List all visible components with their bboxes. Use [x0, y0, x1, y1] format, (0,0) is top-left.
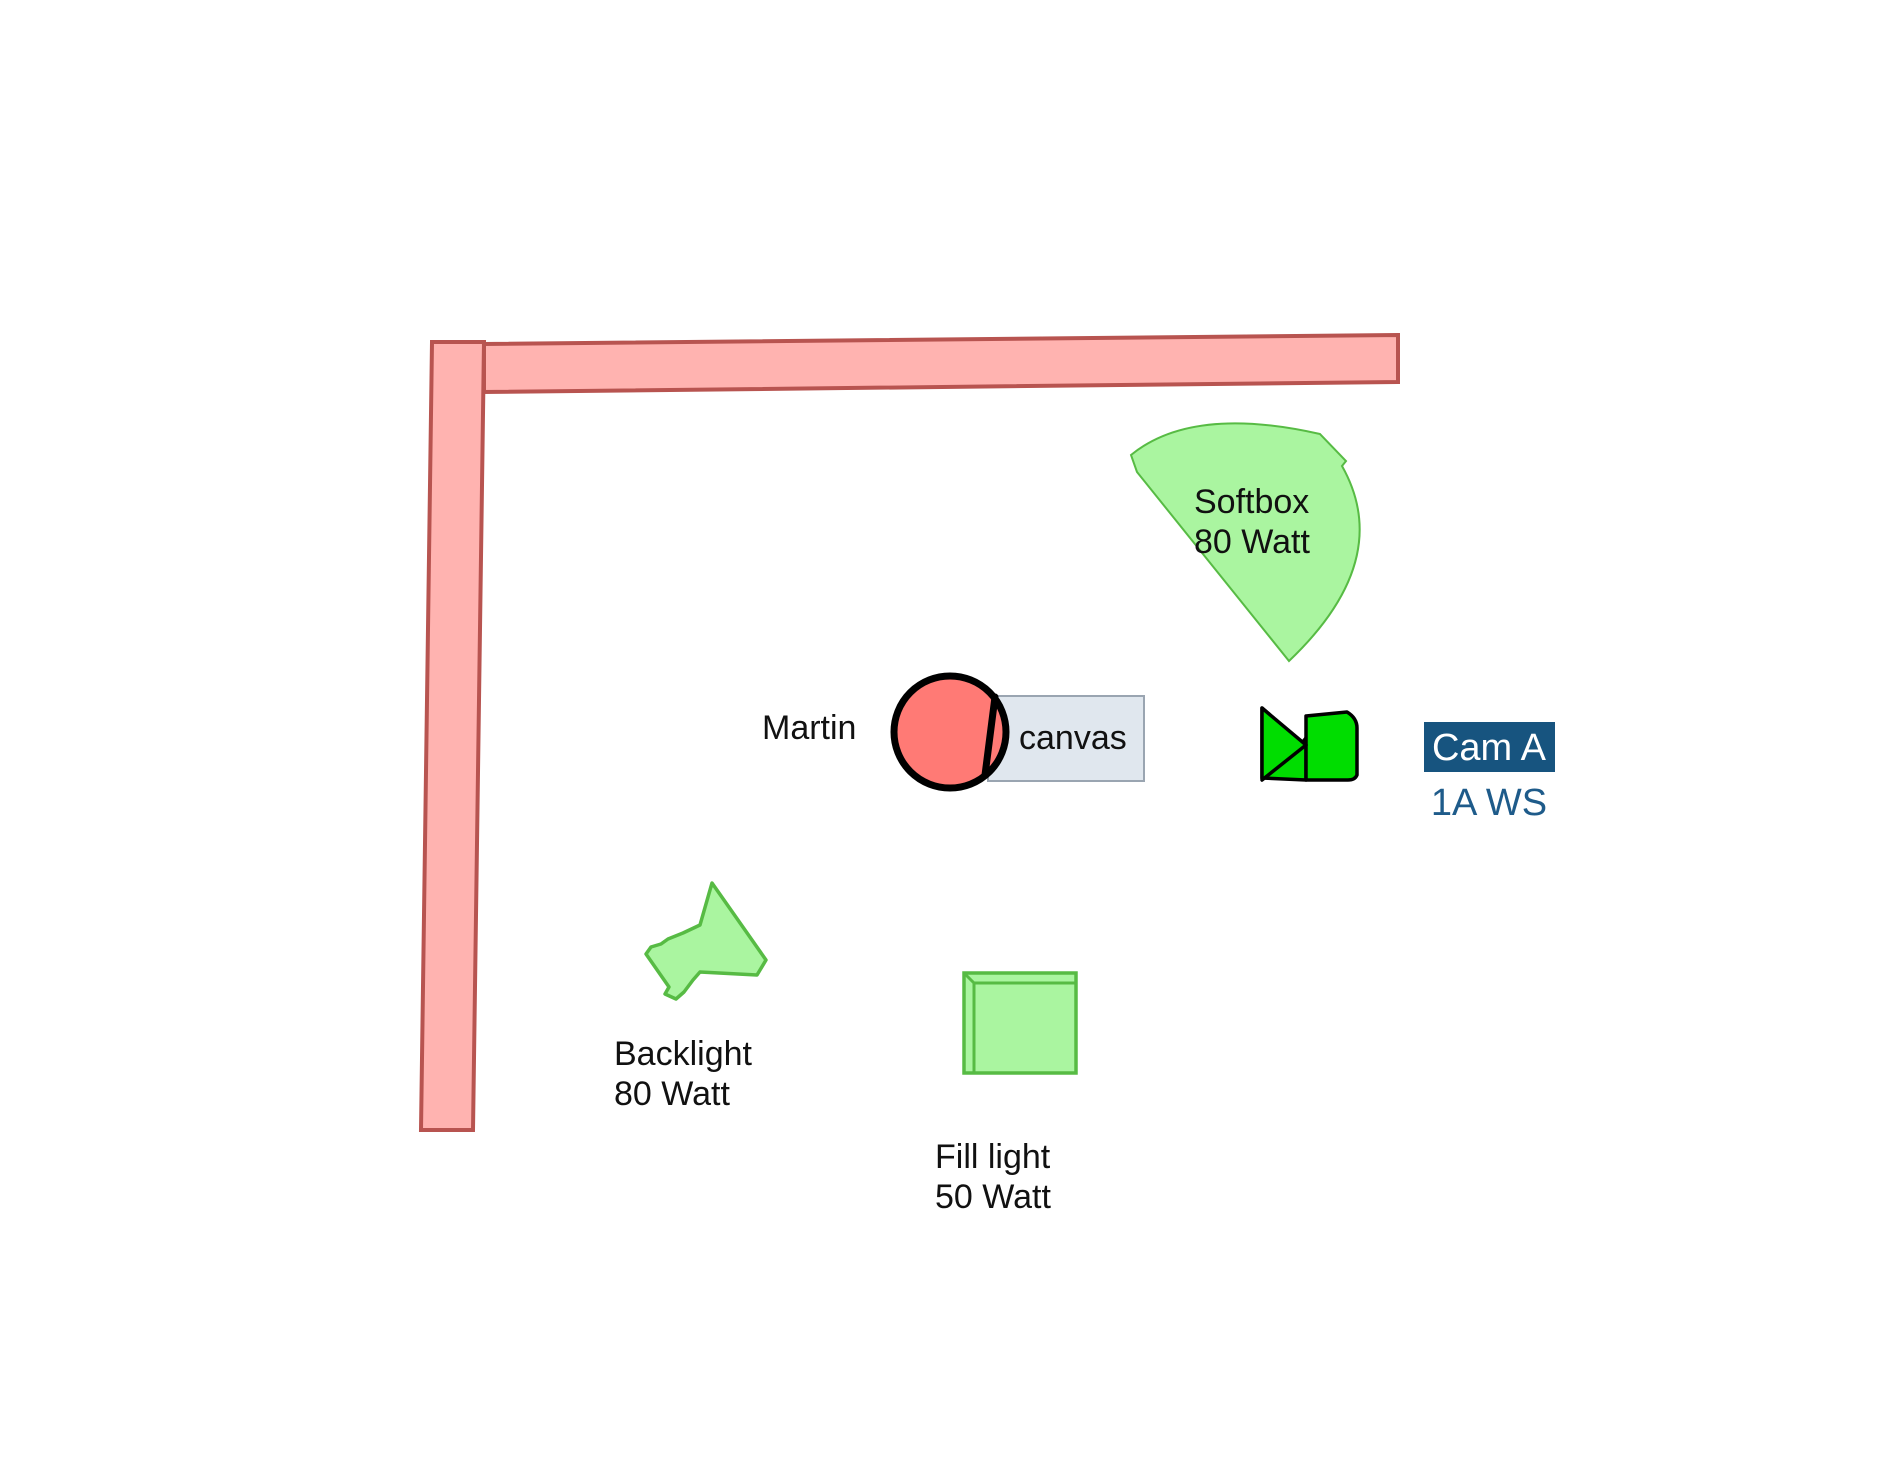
camera-shot-label: 1A WS	[1431, 782, 1547, 824]
person-facing-line	[981, 693, 999, 779]
subject-name-label: Martin	[762, 709, 856, 747]
canvas-prop[interactable]: canvas	[987, 695, 1145, 782]
person-icon	[890, 672, 1010, 792]
subject-martin[interactable]: Martin	[762, 672, 1010, 792]
backlight-watt-label: 80 Watt	[614, 1075, 730, 1113]
camera-a[interactable]: Cam A 1A WS	[1260, 706, 1555, 824]
box-light-icon	[962, 971, 1078, 1075]
softbox-name-label: Softbox	[1194, 483, 1309, 521]
canvas-label: canvas	[1019, 719, 1127, 757]
box-light-edge	[962, 971, 976, 985]
camera-lens-icon	[1260, 706, 1308, 782]
softbox-icon	[1129, 422, 1361, 663]
backlight-light[interactable]: Backlight 80 Watt	[614, 881, 768, 1113]
wall-left[interactable]	[418, 340, 487, 1132]
camera-body-icon	[1304, 710, 1359, 782]
softbox-light[interactable]: Softbox 80 Watt	[1129, 422, 1361, 663]
fill-light[interactable]: Fill light 50 Watt	[935, 971, 1078, 1216]
fill-name-label: Fill light	[935, 1138, 1051, 1176]
softbox-watt-label: 80 Watt	[1194, 523, 1310, 561]
spotlight-icon	[644, 881, 768, 1001]
fill-watt-label: 50 Watt	[935, 1178, 1051, 1216]
box-light-front	[972, 981, 1078, 1075]
camera-tag-badge	[1424, 722, 1555, 772]
backlight-name-label: Backlight	[614, 1035, 753, 1073]
wall-top[interactable]	[482, 332, 1400, 395]
camera-tag-label: Cam A	[1432, 727, 1547, 769]
